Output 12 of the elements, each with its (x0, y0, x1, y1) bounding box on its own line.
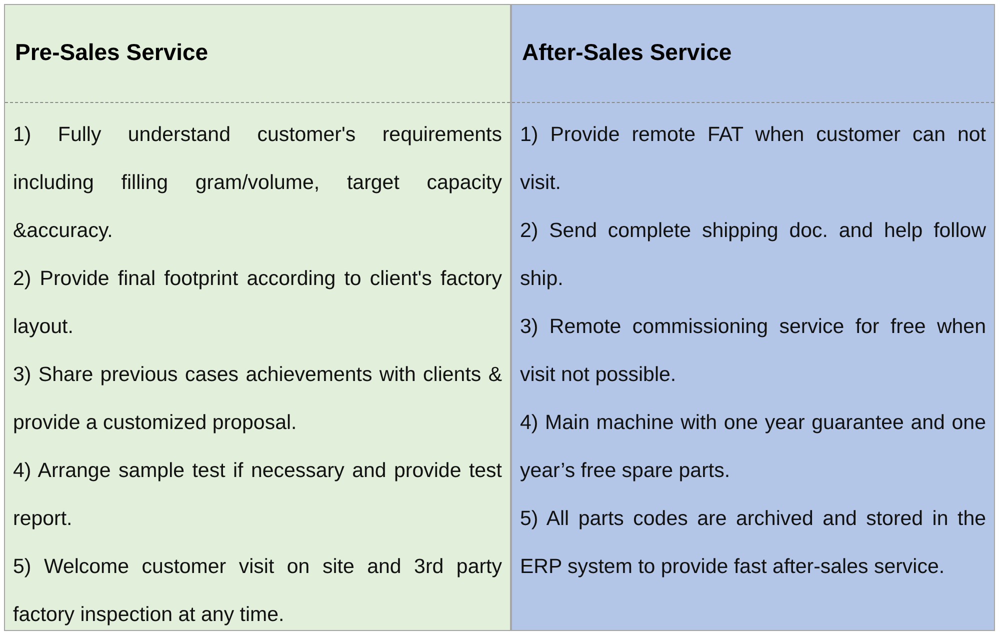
list-item: 5) All parts codes are archived and stored in the ERP system to provide fast after-sales service. (520, 506, 986, 580)
list-item: 1) Provide remote FAT when customer can not visit. (520, 122, 986, 196)
list-item: 3) Share previous cases achievements with clients & provide a customized proposal. (13, 362, 502, 436)
list-item: 4) Main machine with one year guarantee and one year’s free spare parts. (520, 410, 986, 484)
list-item: 3) Remote commissioning service for free when visit not possible. (520, 314, 986, 388)
list-item: 5) Welcome customer visit on site and 3rd party factory inspection at any time. (13, 554, 502, 628)
column-header: After-Sales Service (522, 39, 732, 66)
list-item: 2) Send complete shipping doc. and help follow ship. (520, 218, 986, 292)
list-item: 4) Arrange sample test if necessary and provide test report. (13, 458, 502, 532)
column-header: Pre-Sales Service (15, 39, 208, 66)
list-item: 1) Fully understand customer's requirements including filling gram/volume, target capacity &accuracy. (13, 122, 502, 244)
list-item: 2) Provide final footprint according to client's factory layout. (13, 266, 502, 340)
